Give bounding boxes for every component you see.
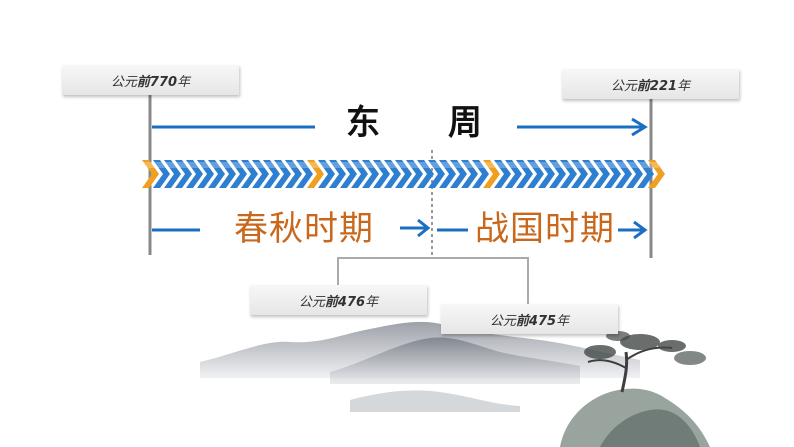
period-spring-autumn: 春秋时期 [234, 209, 374, 249]
chevron-highlight [142, 162, 659, 168]
period-warring-states: 战国时期 [475, 209, 615, 249]
date-prefix: 公元 [610, 78, 637, 94]
chevron-blue [230, 160, 247, 188]
title-char-dong: 东 [346, 103, 380, 143]
chevron-blue [527, 160, 544, 188]
connector-476 [337, 257, 432, 288]
chevron-blue [318, 160, 335, 188]
chevron-blue [395, 160, 412, 188]
date-number: 前475 [515, 313, 557, 329]
date-suffix: 年 [365, 294, 379, 310]
chevron-blue [626, 160, 643, 188]
chevron-blue [252, 160, 269, 188]
chevron-blue [494, 160, 511, 188]
chevron-blue [604, 160, 621, 188]
chevron-blue [186, 160, 203, 188]
chevron-blue [208, 160, 225, 188]
chevron-blue [637, 160, 654, 188]
title-char-zhou: 周 [448, 103, 482, 143]
warring-states-arrowhead [633, 220, 648, 240]
chevron-blue [296, 160, 313, 188]
date-prefix: 公元 [110, 74, 137, 90]
date-number: 前770 [136, 74, 178, 90]
chevron-blue [175, 160, 192, 188]
chevron-band [142, 160, 665, 188]
connector-475 [432, 257, 529, 306]
chevron-blue [549, 160, 566, 188]
chevron-blue [439, 160, 456, 188]
chevron-blue [450, 160, 467, 188]
chevron-blue [560, 160, 577, 188]
chevron-blue [362, 160, 379, 188]
chevron-blue [538, 160, 555, 188]
chevron-blue [164, 160, 181, 188]
chevron-orange [648, 160, 665, 188]
ink-landscape-image [200, 321, 710, 447]
date-number: 前476 [324, 294, 366, 310]
date-suffix: 年 [556, 313, 570, 329]
chevron-blue [571, 160, 588, 188]
chevron-blue [285, 160, 302, 188]
chevron-blue [505, 160, 522, 188]
date-prefix: 公元 [298, 294, 325, 310]
chevron-blue [615, 160, 632, 188]
chevron-blue [263, 160, 280, 188]
chevron-blue [516, 160, 533, 188]
chevron-blue [461, 160, 478, 188]
chevron-blue [428, 160, 445, 188]
chevron-blue [329, 160, 346, 188]
chevron-blue [219, 160, 236, 188]
chevron-blue [593, 160, 610, 188]
chevron-blue [406, 160, 423, 188]
chevron-blue [340, 160, 357, 188]
chevron-blue [197, 160, 214, 188]
date-suffix: 年 [677, 78, 691, 94]
date-suffix: 年 [177, 74, 191, 90]
date-prefix: 公元 [489, 313, 516, 329]
date-number: 前221 [636, 78, 678, 94]
chevron-orange [307, 160, 324, 188]
spring-autumn-arrowhead [417, 218, 431, 238]
chevron-blue [373, 160, 390, 188]
eastern-zhou-arrowhead [631, 117, 648, 137]
chevron-blue [582, 160, 599, 188]
chevron-blue [274, 160, 291, 188]
chevron-orange [483, 160, 500, 188]
chevron-orange [142, 160, 159, 188]
chevron-blue [351, 160, 368, 188]
chevron-blue [384, 160, 401, 188]
chevron-blue [241, 160, 258, 188]
chevron-blue [417, 160, 434, 188]
chevron-blue [472, 160, 489, 188]
chevron-blue [153, 160, 170, 188]
